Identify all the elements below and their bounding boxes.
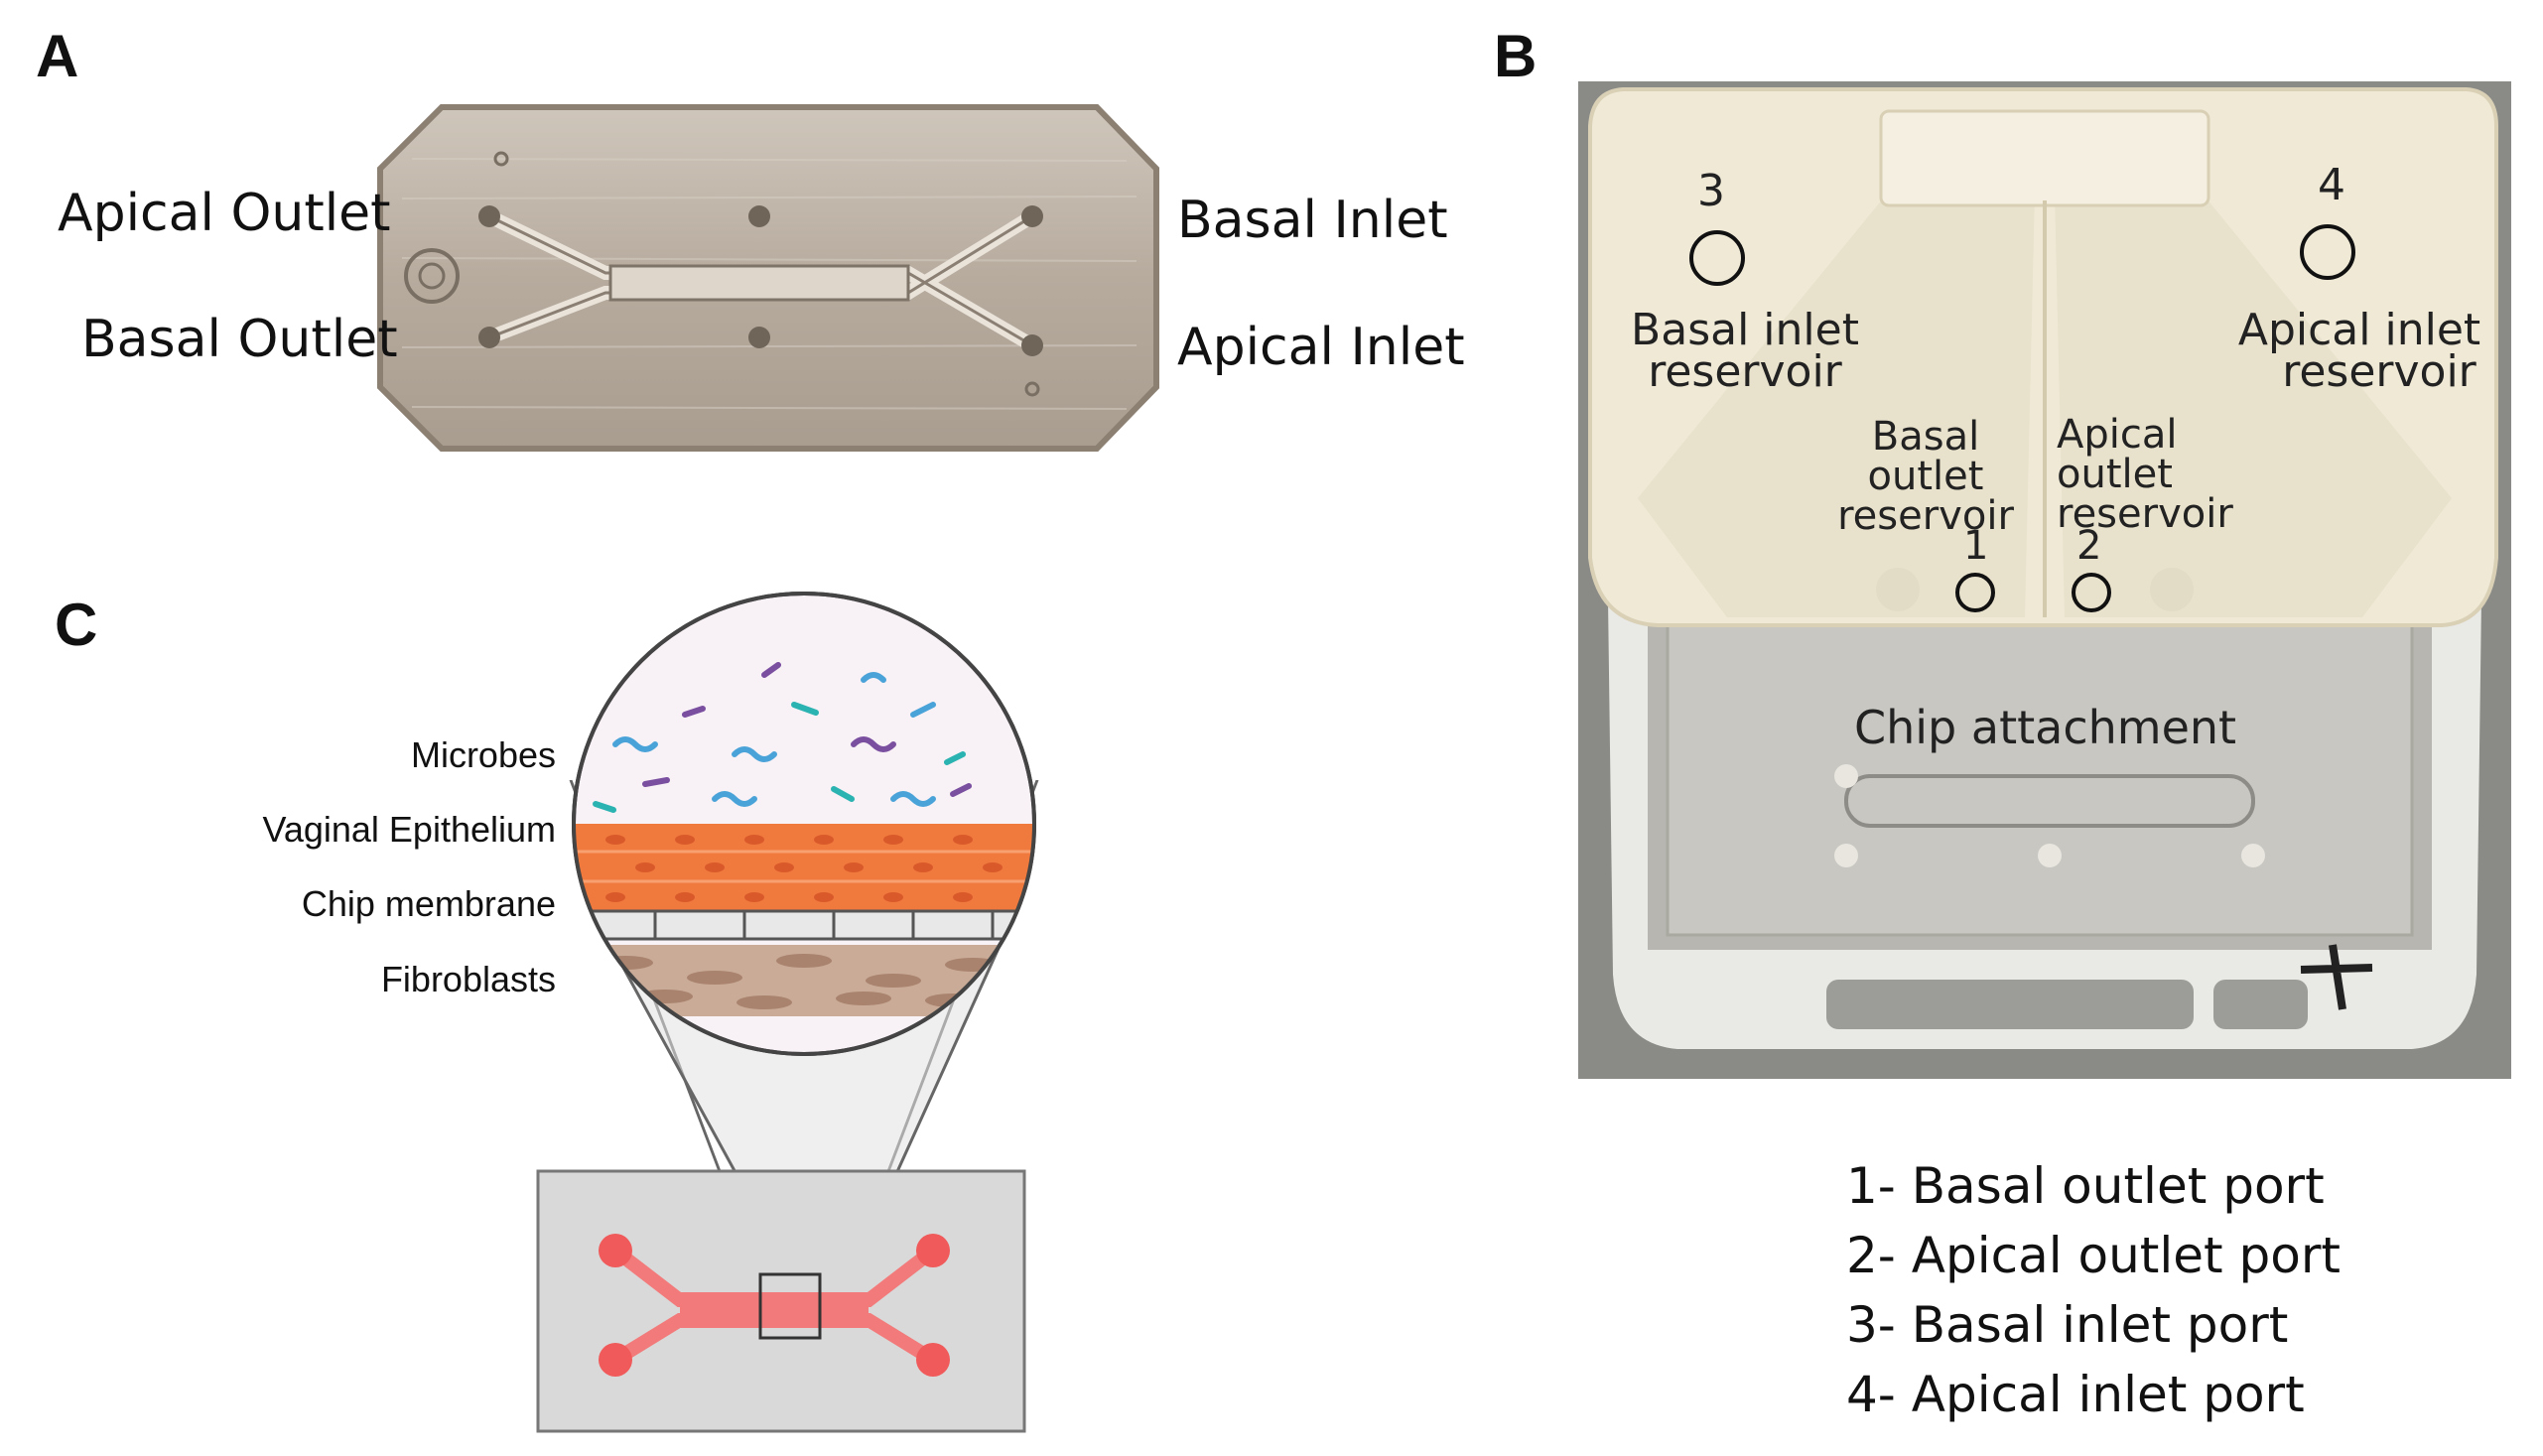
apical-outlet-reservoir-label: Apical outlet reservoir xyxy=(2057,412,2233,537)
basal-inlet-label: Basal Inlet xyxy=(1177,191,1448,250)
vaginal-epithelium-label: Vaginal Epithelium xyxy=(262,809,556,850)
legend-item: 1- Basal outlet port xyxy=(1846,1157,2325,1215)
chip-attachment-label: Chip attachment xyxy=(1854,701,2237,754)
chip-schematic xyxy=(536,592,1039,1433)
panel-c-letter: C xyxy=(55,592,98,658)
pod-photo xyxy=(1578,81,2511,1079)
fibroblasts-label: Fibroblasts xyxy=(380,959,556,999)
basal-inlet-reservoir-label: Basal inlet reservoir xyxy=(1631,305,1859,397)
port-2-number: 2 xyxy=(2076,523,2102,569)
basal-outlet-label: Basal Outlet xyxy=(81,310,398,369)
basal-outlet-reservoir-label: Basal outlet reservoir xyxy=(1837,414,2014,539)
apical-inlet-reservoir-label: Apical inlet reservoir xyxy=(2237,305,2481,397)
apical-inlet-label: Apical Inlet xyxy=(1177,318,1465,377)
apical-outlet-label: Apical Outlet xyxy=(58,184,391,243)
panel-a-letter: A xyxy=(36,23,79,89)
port-3-number: 3 xyxy=(1697,166,1725,216)
microbes-label: Microbes xyxy=(410,734,556,775)
port-4-number: 4 xyxy=(2318,160,2345,210)
chip-membrane-label: Chip membrane xyxy=(301,883,556,924)
port-legend: 1- Basal outlet port 2- Apical outlet po… xyxy=(1846,1151,2341,1429)
legend-item: 4- Apical inlet port xyxy=(1846,1366,2305,1423)
port-1-number: 1 xyxy=(1963,523,1989,569)
panel-b-letter: B xyxy=(1494,23,1538,89)
chip-photo xyxy=(377,104,1159,452)
legend-item: 3- Basal inlet port xyxy=(1846,1296,2289,1354)
legend-item: 2- Apical outlet port xyxy=(1846,1227,2342,1284)
